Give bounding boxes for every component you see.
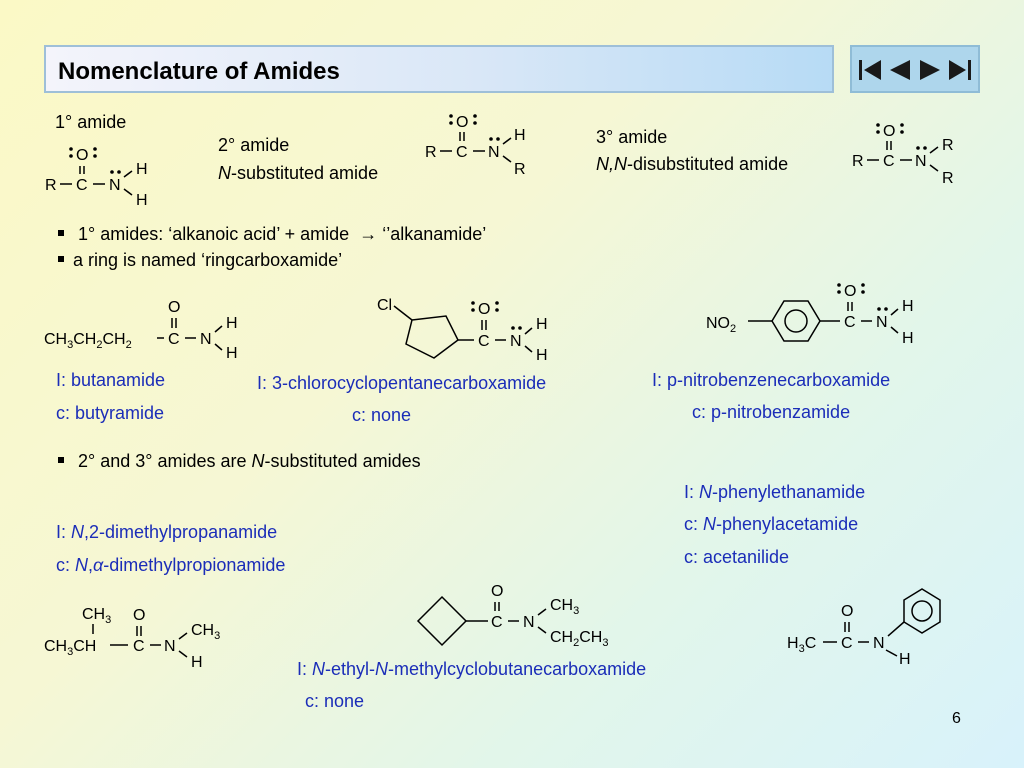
svg-text:CH3CH2CH2: CH3CH2CH2 bbox=[44, 331, 132, 351]
svg-text:H: H bbox=[136, 161, 148, 178]
svg-text:H: H bbox=[536, 316, 548, 333]
svg-text:N: N bbox=[510, 333, 522, 350]
svg-text:C: C bbox=[456, 144, 468, 161]
nav-next-icon[interactable] bbox=[918, 58, 942, 82]
svg-text:N: N bbox=[523, 614, 535, 631]
tertiary-amide-label: 3° amide bbox=[596, 127, 668, 147]
cyclobutane-common-name: c: none bbox=[305, 691, 365, 711]
svg-text:C: C bbox=[478, 333, 490, 350]
svg-text:C: C bbox=[883, 153, 895, 170]
svg-text:CH2CH3: CH2CH3 bbox=[550, 629, 608, 649]
svg-text:O: O bbox=[491, 583, 503, 600]
svg-text:N: N bbox=[164, 638, 176, 655]
tertiary-amide-sub: N,N-disubstituted amide bbox=[596, 154, 789, 174]
phenylethanamide-common-name: c: N-phenylacetamide bbox=[684, 514, 859, 534]
svg-text:O: O bbox=[478, 301, 490, 318]
svg-text:CH3CH: CH3CH bbox=[44, 638, 96, 658]
tertiary-amide-structure: R C O N R R bbox=[852, 123, 954, 187]
svg-text:O: O bbox=[456, 114, 468, 131]
dimethylpropanamide-iupac-name: I: N,2-dimethylpropanamide bbox=[56, 522, 278, 542]
primary-amide-structure: R C O N H H bbox=[45, 147, 148, 209]
slide-title-bar: Nomenclature of Amides bbox=[44, 45, 834, 93]
svg-text:H: H bbox=[514, 127, 526, 144]
cyclobutane-iupac-name: I: N-ethyl-N-methylcyclobutanecarboxamid… bbox=[297, 659, 647, 679]
svg-text:C: C bbox=[133, 638, 145, 655]
slide-navigation bbox=[850, 45, 980, 93]
svg-text:H3C: H3C bbox=[787, 635, 816, 655]
svg-text:O: O bbox=[76, 147, 88, 164]
nitrobenzene-iupac-name: I: p-nitrobenzenecarboxamide bbox=[652, 370, 891, 390]
chlorocyclopentane-common-name: c: none bbox=[352, 405, 412, 425]
dimethylpropanamide-common-name: c: N,α-dimethylpropionamide bbox=[56, 555, 286, 575]
svg-text:N: N bbox=[200, 331, 212, 348]
svg-text:H: H bbox=[191, 654, 203, 671]
svg-text:CH3: CH3 bbox=[550, 597, 579, 617]
dimethylpropanamide-structure: CH3 CH3CH C O N CH3 H bbox=[44, 606, 220, 671]
nav-last-icon[interactable] bbox=[948, 58, 972, 82]
svg-text:H: H bbox=[902, 330, 914, 347]
svg-text:R: R bbox=[942, 137, 954, 154]
svg-text:C: C bbox=[841, 635, 853, 652]
svg-text:O: O bbox=[133, 607, 145, 624]
svg-text:H: H bbox=[902, 298, 914, 315]
svg-text:H: H bbox=[226, 315, 238, 332]
phenylethanamide-iupac-name: I: N-phenylethanamide bbox=[684, 482, 866, 502]
phenylethanamide-structure: H3C C O N H bbox=[787, 588, 941, 668]
svg-text:R: R bbox=[942, 170, 954, 187]
svg-text:C: C bbox=[491, 614, 503, 631]
secondary-amide-label: 2° amide bbox=[218, 135, 290, 155]
secondary-amide-sub: N-substituted amide bbox=[218, 163, 379, 183]
bullet-ring-naming: a ring is named ‘ringcarboxamide’ bbox=[58, 250, 342, 271]
svg-text:N: N bbox=[915, 153, 927, 170]
butanamide-iupac-name: I: butanamide bbox=[56, 370, 166, 390]
svg-text:O: O bbox=[883, 123, 895, 140]
svg-text:R: R bbox=[425, 144, 437, 161]
svg-text:N: N bbox=[876, 314, 888, 331]
primary-amide-label: 1° amide bbox=[55, 112, 127, 132]
svg-text:NO2: NO2 bbox=[706, 315, 736, 335]
svg-text:O: O bbox=[168, 299, 180, 316]
svg-text:R: R bbox=[514, 161, 526, 178]
svg-text:Cl: Cl bbox=[377, 297, 392, 314]
svg-text:H: H bbox=[536, 347, 548, 364]
svg-text:C: C bbox=[844, 314, 856, 331]
phenylethanamide-common-name-alt: c: acetanilide bbox=[684, 547, 790, 567]
nitrobenzene-structure: NO2 C O N H H bbox=[706, 283, 914, 347]
svg-text:R: R bbox=[45, 177, 57, 194]
nitrobenzene-common-name: c: p-nitrobenzamide bbox=[692, 402, 851, 422]
bullet-primary-naming: 1° amides: ‘alkanoic acid’ + amide → ‘’a… bbox=[58, 224, 486, 245]
svg-text:H: H bbox=[136, 192, 148, 209]
chlorocyclopentane-iupac-name: I: 3-chlorocyclopentanecarboxamide bbox=[257, 373, 547, 393]
svg-text:R: R bbox=[852, 153, 864, 170]
chlorocyclopentane-structure: Cl C O N H H bbox=[377, 297, 548, 364]
nav-previous-icon[interactable] bbox=[888, 58, 912, 82]
cyclobutane-structure: C O N CH3 CH2CH3 bbox=[416, 583, 608, 649]
svg-text:O: O bbox=[844, 283, 856, 300]
svg-text:N: N bbox=[109, 177, 121, 194]
svg-text:N: N bbox=[873, 635, 885, 652]
bullet-substituted-amides: 2° and 3° amides are N-substituted amide… bbox=[58, 451, 421, 472]
svg-text:C: C bbox=[168, 331, 180, 348]
butanamide-common-name: c: butyramide bbox=[56, 403, 165, 423]
page-number: 6 bbox=[952, 710, 961, 727]
svg-text:N: N bbox=[488, 144, 500, 161]
svg-text:CH3: CH3 bbox=[82, 606, 111, 626]
slide-title: Nomenclature of Amides bbox=[58, 58, 340, 85]
nav-first-icon[interactable] bbox=[858, 58, 882, 82]
butanamide-structure: CH3CH2CH2 C O N H H bbox=[44, 299, 238, 362]
svg-text:H: H bbox=[899, 651, 911, 668]
svg-text:O: O bbox=[841, 603, 853, 620]
svg-text:CH3: CH3 bbox=[191, 622, 220, 642]
svg-text:H: H bbox=[226, 345, 238, 362]
svg-text:C: C bbox=[76, 177, 88, 194]
secondary-amide-structure: R C O N H R bbox=[425, 114, 526, 178]
